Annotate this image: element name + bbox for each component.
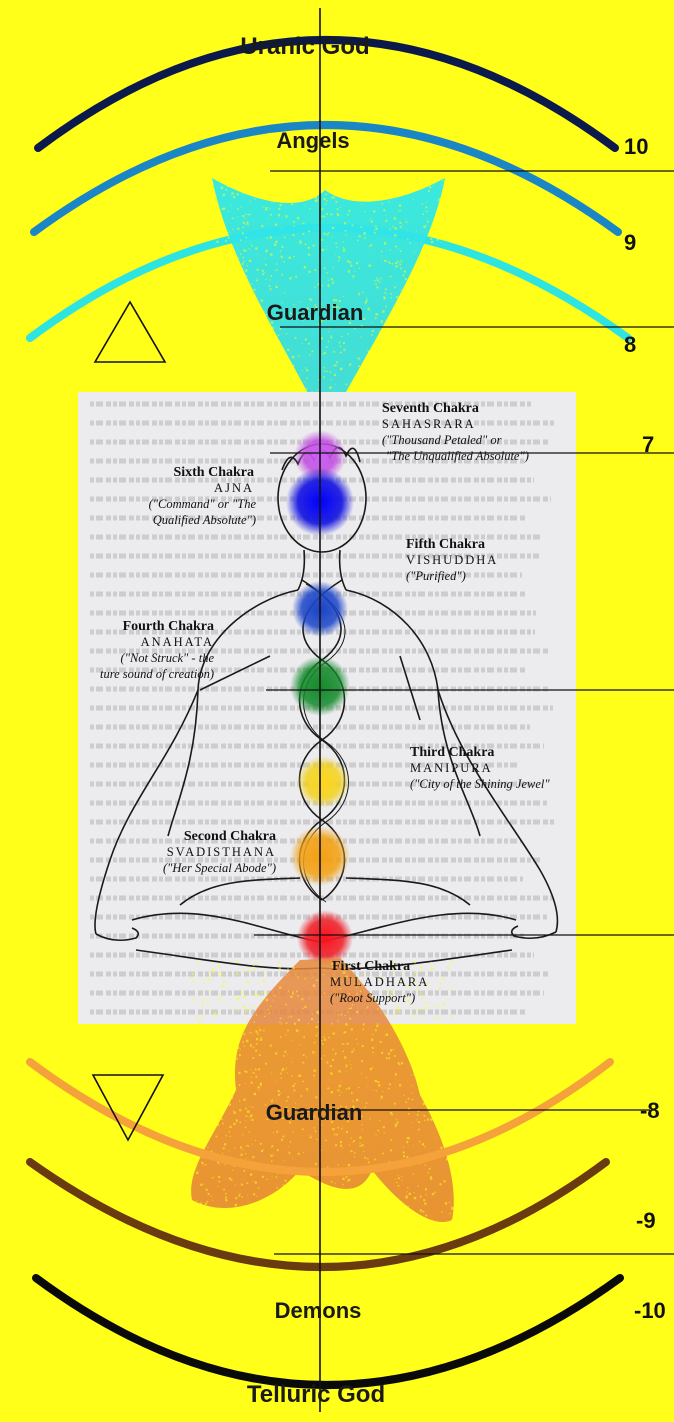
svg-text:ture sound of creation): ture sound of creation) [100, 667, 214, 681]
svg-text:ANAHATA: ANAHATA [141, 635, 214, 649]
svg-text:("Her Special Abode"): ("Her Special Abode") [163, 861, 276, 875]
level-number-8: 8 [624, 332, 636, 357]
level-number-10: 10 [624, 134, 648, 159]
svg-text:MULADHARA: MULADHARA [330, 975, 429, 989]
demons-label: Demons [275, 1298, 362, 1323]
level-number-9: 9 [624, 230, 636, 255]
svg-text:"The Unqualified Absolute"): "The Unqualified Absolute") [386, 449, 529, 463]
svg-text:SVADISTHANA: SVADISTHANA [167, 845, 276, 859]
level-number-minus-8: -8 [640, 1098, 660, 1123]
svg-text:MANIPURA: MANIPURA [410, 761, 493, 775]
svg-text:("City of the Shining Jewel": ("City of the Shining Jewel" [410, 777, 550, 791]
telluric-god-label: Telluric God [247, 1381, 385, 1408]
svg-text:First Chakra: First Chakra [332, 959, 410, 974]
uranic-god-label: Uranic God [240, 33, 369, 60]
svg-text:VISHUDDHA: VISHUDDHA [406, 553, 498, 567]
svg-text:Sixth Chakra: Sixth Chakra [173, 465, 254, 480]
svg-text:Fourth Chakra: Fourth Chakra [123, 619, 214, 634]
level-number-7: 7 [642, 432, 654, 457]
guardian-upper-label: Guardian [267, 300, 364, 325]
guardian-lower-label: Guardian [266, 1100, 363, 1125]
svg-text:Seventh Chakra: Seventh Chakra [382, 401, 479, 416]
svg-text:("Not Struck" - the: ("Not Struck" - the [121, 651, 215, 665]
svg-text:Third Chakra: Third Chakra [410, 745, 494, 760]
svg-text:Qualified Absolute"): Qualified Absolute") [153, 513, 256, 527]
svg-text:SAHASRARA: SAHASRARA [382, 417, 476, 431]
svg-text:Second Chakra: Second Chakra [184, 829, 276, 844]
svg-text:Fifth Chakra: Fifth Chakra [406, 537, 485, 552]
level-number-minus-9: -9 [636, 1208, 656, 1233]
svg-text:("Root Support"): ("Root Support") [330, 991, 415, 1005]
solar-plexus-chakra-glow [297, 756, 349, 808]
svg-text:("Command" or "The: ("Command" or "The [149, 497, 257, 511]
angels-label: Angels [276, 128, 349, 153]
svg-text:("Thousand Petaled" or: ("Thousand Petaled" or [382, 433, 502, 447]
svg-text:AJNA: AJNA [214, 481, 254, 495]
level-number-minus-10: -10 [634, 1298, 666, 1323]
svg-text:("Purified"): ("Purified") [406, 569, 466, 583]
root-chakra-glow [297, 910, 353, 966]
